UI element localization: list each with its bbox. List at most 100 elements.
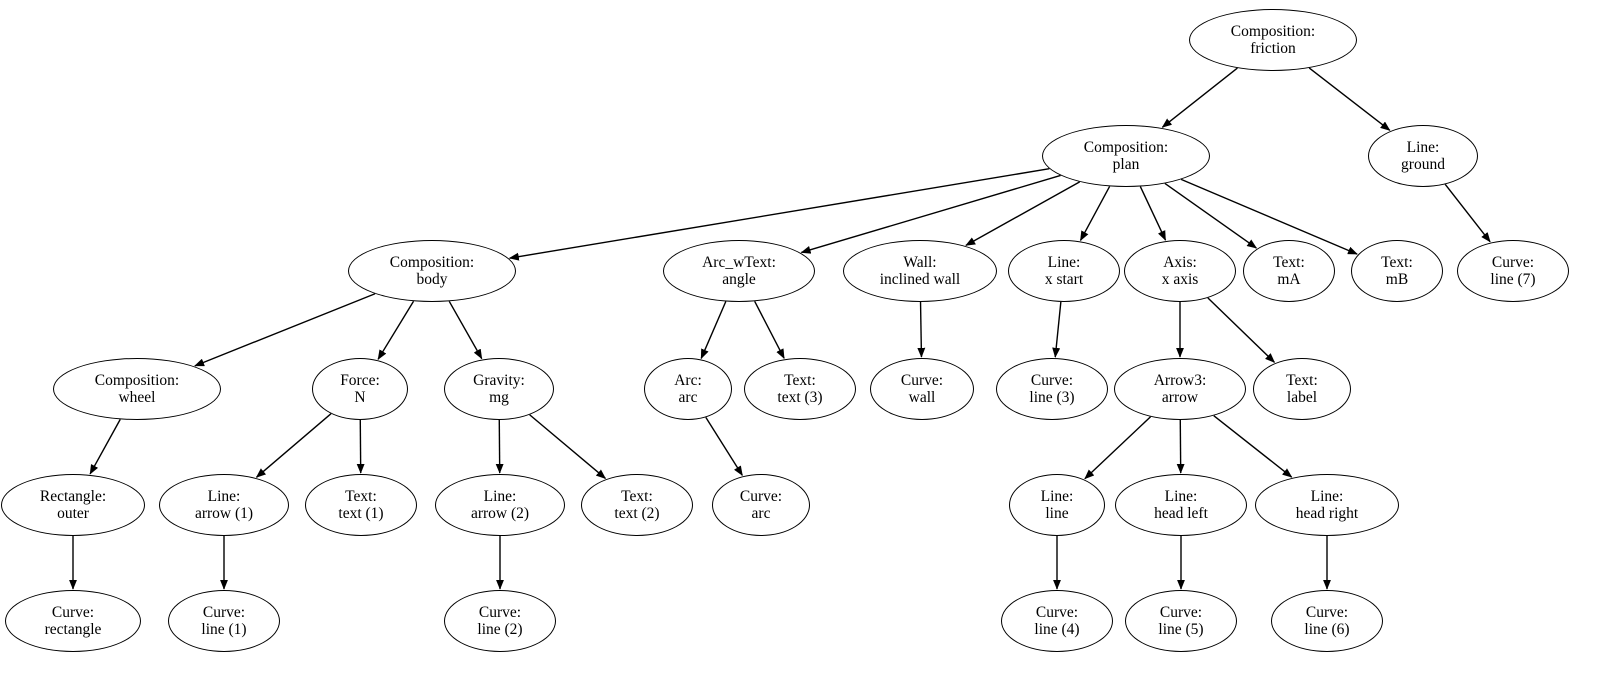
graph-node-line7[interactable]: Curve:line (7) [1457, 240, 1569, 302]
graph-node-label: Line:head left [1154, 488, 1208, 523]
graph-node-type: Curve: [1159, 603, 1203, 621]
graph-edge-plan-to-mA [1164, 182, 1258, 249]
graph-node-mA[interactable]: Text:mA [1243, 240, 1335, 302]
graph-node-text3[interactable]: Text:text (3) [744, 358, 856, 420]
graph-edge-forceN-to-arrow1 [255, 413, 332, 478]
graph-edge-gravitymg-to-text2 [529, 414, 607, 480]
graph-node-type: Curve: [51, 603, 95, 621]
graph-node-headleft[interactable]: Line:head left [1115, 474, 1247, 536]
graph-node-label: Arc_wText:angle [702, 254, 776, 289]
graph-node-type: Axis: [1163, 253, 1197, 271]
graph-node-label[interactable]: Text:label [1253, 358, 1351, 420]
graph-node-type: Text: [621, 487, 653, 505]
graph-node-label: Curve:line (7) [1490, 254, 1535, 289]
graph-node-wheel[interactable]: Composition:wheel [53, 358, 221, 420]
graph-edge-arrow3-to-headright [1213, 415, 1293, 478]
graph-node-type: Text: [784, 371, 816, 389]
graph-node-mB[interactable]: Text:mB [1351, 240, 1443, 302]
graph-node-type: Line: [207, 487, 241, 505]
graph-node-line6[interactable]: Curve:line (6) [1271, 590, 1383, 652]
graph-edge-friction-to-plan [1161, 67, 1238, 128]
graph-node-name: plan [1112, 156, 1140, 173]
graph-node-type: Gravity: [473, 371, 525, 389]
graph-node-label: Text:text (2) [614, 488, 659, 523]
graph-node-curvewall[interactable]: Curve:wall [870, 358, 974, 420]
graph-node-headright[interactable]: Line:head right [1255, 474, 1399, 536]
graph-node-name: friction [1250, 40, 1296, 57]
graph-node-name: inclined wall [879, 271, 961, 288]
graph-node-label: Axis:x axis [1162, 254, 1199, 289]
graph-node-gravitymg[interactable]: Gravity:mg [444, 358, 554, 420]
graph-node-label: Line:x start [1045, 254, 1083, 289]
graph-node-line5[interactable]: Curve:line (5) [1125, 590, 1237, 652]
graph-edge-angle-to-text3 [754, 301, 785, 360]
graph-node-label: Text:mA [1273, 254, 1305, 289]
graph-node-type: Curve: [202, 603, 246, 621]
graph-node-plan[interactable]: Composition:plan [1042, 125, 1210, 187]
graph-edge-body-to-forceN [377, 300, 415, 360]
graph-node-type: Curve: [900, 371, 944, 389]
graph-node-name: x axis [1161, 271, 1199, 288]
graph-node-name: rectangle [44, 621, 102, 638]
graph-edge-ground-to-line7 [1444, 183, 1491, 243]
graph-node-type: Arc: [674, 371, 702, 389]
graph-node-label: Text:text (1) [338, 488, 383, 523]
graph-node-arrow2[interactable]: Line:arrow (2) [435, 474, 565, 536]
graph-node-type: Composition: [389, 253, 475, 271]
graph-node-label: Line:ground [1401, 139, 1445, 174]
graph-node-xaxis[interactable]: Axis:x axis [1124, 240, 1236, 302]
graph-node-line2[interactable]: Curve:line (2) [444, 590, 556, 652]
graph-node-type: Force: [340, 371, 380, 389]
graph-node-name: x start [1044, 271, 1084, 288]
graph-node-label: Composition:wheel [95, 372, 179, 407]
graph-node-name: arrow (2) [470, 505, 530, 522]
graph-edge-body-to-wheel [194, 293, 376, 367]
graph-node-angle[interactable]: Arc_wText:angle [663, 240, 815, 302]
graph-node-curverect[interactable]: Curve:rectangle [5, 590, 141, 652]
graph-node-name: text (1) [338, 505, 384, 522]
graph-node-text2[interactable]: Text:text (2) [581, 474, 693, 536]
graph-node-inclined[interactable]: Wall:inclined wall [843, 240, 997, 302]
graph-node-line3[interactable]: Curve:line (3) [996, 358, 1108, 420]
graph-node-name: label [1286, 389, 1318, 406]
graph-node-label: Curve:line (1) [201, 604, 246, 639]
graph-node-body[interactable]: Composition:body [348, 240, 516, 302]
graph-node-text1[interactable]: Text:text (1) [305, 474, 417, 536]
graph-edge-angle-to-arc [700, 301, 727, 360]
graph-node-type: Curve: [1035, 603, 1079, 621]
graph-node-ground[interactable]: Line:ground [1368, 125, 1478, 187]
graph-node-name: text (3) [777, 389, 823, 406]
graph-node-line4[interactable]: Curve:line (4) [1001, 590, 1113, 652]
graph-node-curvearc[interactable]: Curve:arc [712, 474, 810, 536]
graph-edge-plan-to-inclined [965, 181, 1081, 246]
graph-node-label: Curve:wall [901, 372, 943, 407]
graph-node-label: Curve:line (3) [1029, 372, 1074, 407]
graph-edge-plan-to-body [508, 168, 1050, 261]
graph-node-type: Line: [1406, 138, 1440, 156]
graph-edge-xstart-to-line3 [1052, 301, 1062, 358]
graph-node-rectouter[interactable]: Rectangle:outer [1, 474, 145, 536]
graph-node-name: mg [489, 389, 509, 406]
graph-node-type: Line: [483, 487, 517, 505]
graph-node-xstart[interactable]: Line:x start [1008, 240, 1120, 302]
graph-node-name: line (7) [1490, 271, 1536, 288]
graph-node-arc[interactable]: Arc:arc [644, 358, 732, 420]
graph-node-forceN[interactable]: Force:N [312, 358, 408, 420]
graph-node-type: Composition: [1230, 22, 1316, 40]
graph-node-name: mA [1277, 271, 1301, 288]
graph-node-label: Curve:line (4) [1034, 604, 1079, 639]
graph-node-label: Gravity:mg [473, 372, 525, 407]
graph-node-line1[interactable]: Curve:line (1) [168, 590, 280, 652]
graph-node-type: Wall: [903, 253, 937, 271]
graph-node-lineline[interactable]: Line:line [1009, 474, 1105, 536]
graph-node-arrow1[interactable]: Line:arrow (1) [159, 474, 289, 536]
graph-node-type: Text: [345, 487, 377, 505]
graph-edge-plan-to-xaxis [1139, 186, 1167, 241]
graph-node-friction[interactable]: Composition:friction [1189, 9, 1357, 71]
graph-node-name: line (2) [477, 621, 523, 638]
graph-node-label: Composition:body [390, 254, 474, 289]
graph-node-name: arrow [1161, 389, 1199, 406]
graph-node-arrow3[interactable]: Arrow3:arrow [1114, 358, 1246, 420]
graph-node-type: Line: [1164, 487, 1198, 505]
